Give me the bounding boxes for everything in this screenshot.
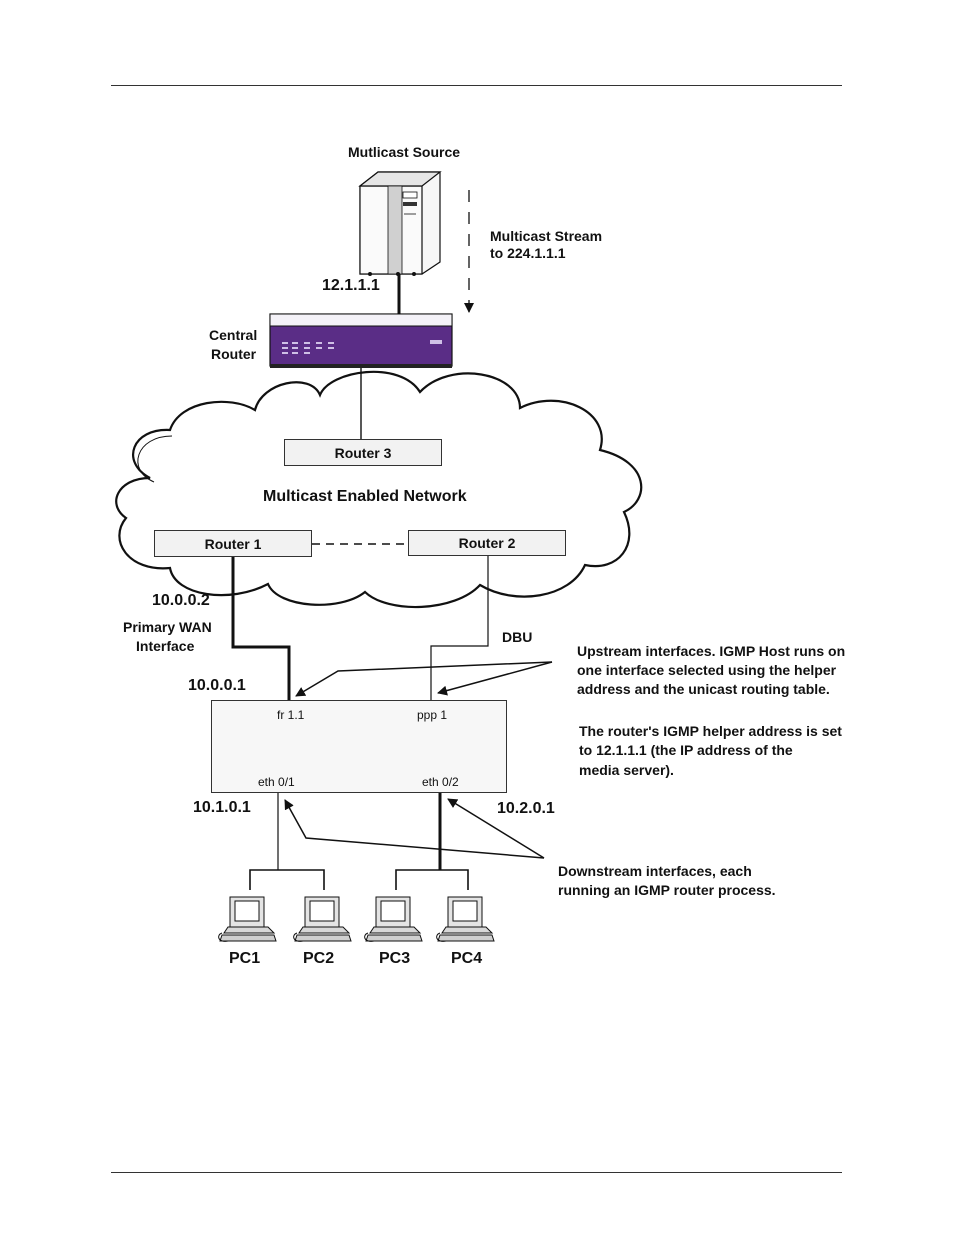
bus-pc1-pc2	[249, 869, 325, 890]
upstream-note-2: one interface selected using the helper	[577, 662, 837, 678]
pc2-label: PC2	[303, 950, 335, 967]
downstream-note-1: Downstream interfaces, each	[558, 863, 752, 879]
router3-box: Router 3	[284, 439, 442, 466]
dbu-label: DBU	[502, 629, 533, 645]
pc4-icon	[436, 896, 495, 942]
upstream-note-3: address and the unicast routing table.	[577, 681, 830, 697]
central-router-device	[269, 313, 453, 368]
wan-label-2: Interface	[136, 638, 195, 654]
central-router-label-1: Central	[209, 327, 258, 343]
router2-box: Router 2	[408, 530, 566, 556]
if-ppp-label: ppp 1	[417, 708, 448, 722]
central-router-label-2: Router	[211, 346, 257, 362]
pc4-label: PC4	[451, 950, 483, 967]
stream-label-1: Multicast Stream	[490, 228, 603, 244]
pc3-label: PC3	[379, 950, 411, 967]
stream-label-2: to 224.1.1.1	[490, 245, 566, 261]
pc3-icon	[364, 896, 423, 942]
upstream-arrow-2	[437, 661, 553, 696]
if-eth2-label: eth 0/2	[422, 775, 459, 789]
upstream-ip: 10.0.0.1	[188, 677, 246, 694]
upstream-arrow-1	[295, 661, 553, 697]
link-dbu	[430, 556, 489, 700]
router3-label: Router 3	[334, 444, 392, 461]
server-icon	[358, 171, 442, 276]
helper-note-1: The router's IGMP helper address is set	[579, 723, 842, 739]
helper-note-2: to 12.1.1.1 (the IP address of the	[579, 742, 793, 758]
eth1-ip: 10.1.0.1	[193, 799, 251, 816]
downstream-arrow-1	[284, 799, 545, 859]
pc2-icon	[293, 896, 352, 942]
downstream-arrow-2	[447, 798, 545, 859]
wan-ip: 10.0.0.2	[152, 592, 210, 609]
local-router-box	[211, 700, 507, 793]
wan-label-1: Primary WAN	[123, 619, 212, 635]
router1-label: Router 1	[204, 535, 262, 552]
if-eth1-label: eth 0/1	[258, 775, 295, 789]
helper-note-3: media server).	[579, 762, 674, 778]
router2-label: Router 2	[458, 535, 516, 551]
if-fr-label: fr 1.1	[277, 708, 305, 722]
source-title: Mutlicast Source	[348, 144, 461, 160]
pc1-icon	[218, 896, 277, 942]
router1-box: Router 1	[154, 530, 312, 557]
top-rule	[111, 85, 842, 86]
bus-pc3-pc4	[395, 869, 469, 890]
eth2-ip: 10.2.0.1	[497, 800, 555, 817]
source-ip: 12.1.1.1	[322, 277, 380, 294]
network-label: Multicast Enabled Network	[263, 488, 467, 505]
link-primary-wan	[231, 556, 291, 700]
upstream-note-1: Upstream interfaces. IGMP Host runs on	[577, 643, 846, 659]
downstream-note-2: running an IGMP router process.	[558, 882, 776, 898]
bottom-rule	[111, 1172, 842, 1173]
pc1-label: PC1	[229, 950, 261, 967]
